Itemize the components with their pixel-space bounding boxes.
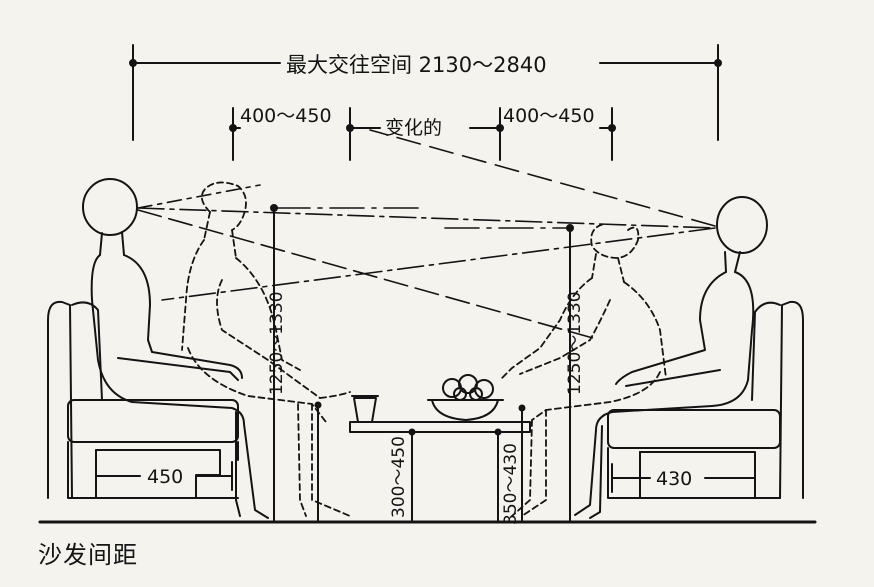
max-space-dimension bbox=[129, 44, 722, 141]
coffee-table bbox=[349, 421, 531, 523]
right-seat-dimension bbox=[611, 463, 756, 493]
sight-lines bbox=[137, 129, 716, 341]
left-person bbox=[82, 178, 269, 519]
right-eye-height-label: 1250～1330 bbox=[565, 291, 585, 395]
table-height-marks bbox=[314, 401, 526, 523]
fruit-bowl bbox=[427, 374, 504, 421]
left-reach-label: 400～450 bbox=[240, 105, 332, 127]
variable-label: 变化的 bbox=[385, 117, 442, 139]
right-reach-label: 400～450 bbox=[503, 105, 595, 127]
glass-on-table bbox=[351, 395, 379, 423]
left-seat-depth-label: 450 bbox=[147, 466, 183, 488]
left-seat-dimension bbox=[95, 461, 233, 491]
left-eye-height-label: 1250～1330 bbox=[267, 291, 287, 395]
left-sofa bbox=[47, 300, 239, 499]
left-leaning-person bbox=[181, 181, 351, 517]
right-sofa bbox=[607, 300, 804, 499]
reach-dimension bbox=[229, 107, 616, 161]
right-leaning-person bbox=[499, 223, 667, 517]
right-person bbox=[574, 196, 768, 519]
diagram-caption: 沙发间距 bbox=[38, 541, 138, 569]
table-height-right-label: 350～430 bbox=[501, 443, 521, 525]
right-seat-depth-label: 430 bbox=[656, 468, 692, 490]
table-height-left-label: 300～450 bbox=[389, 436, 409, 518]
max-space-label: 最大交往空间 2130～2840 bbox=[286, 53, 547, 77]
